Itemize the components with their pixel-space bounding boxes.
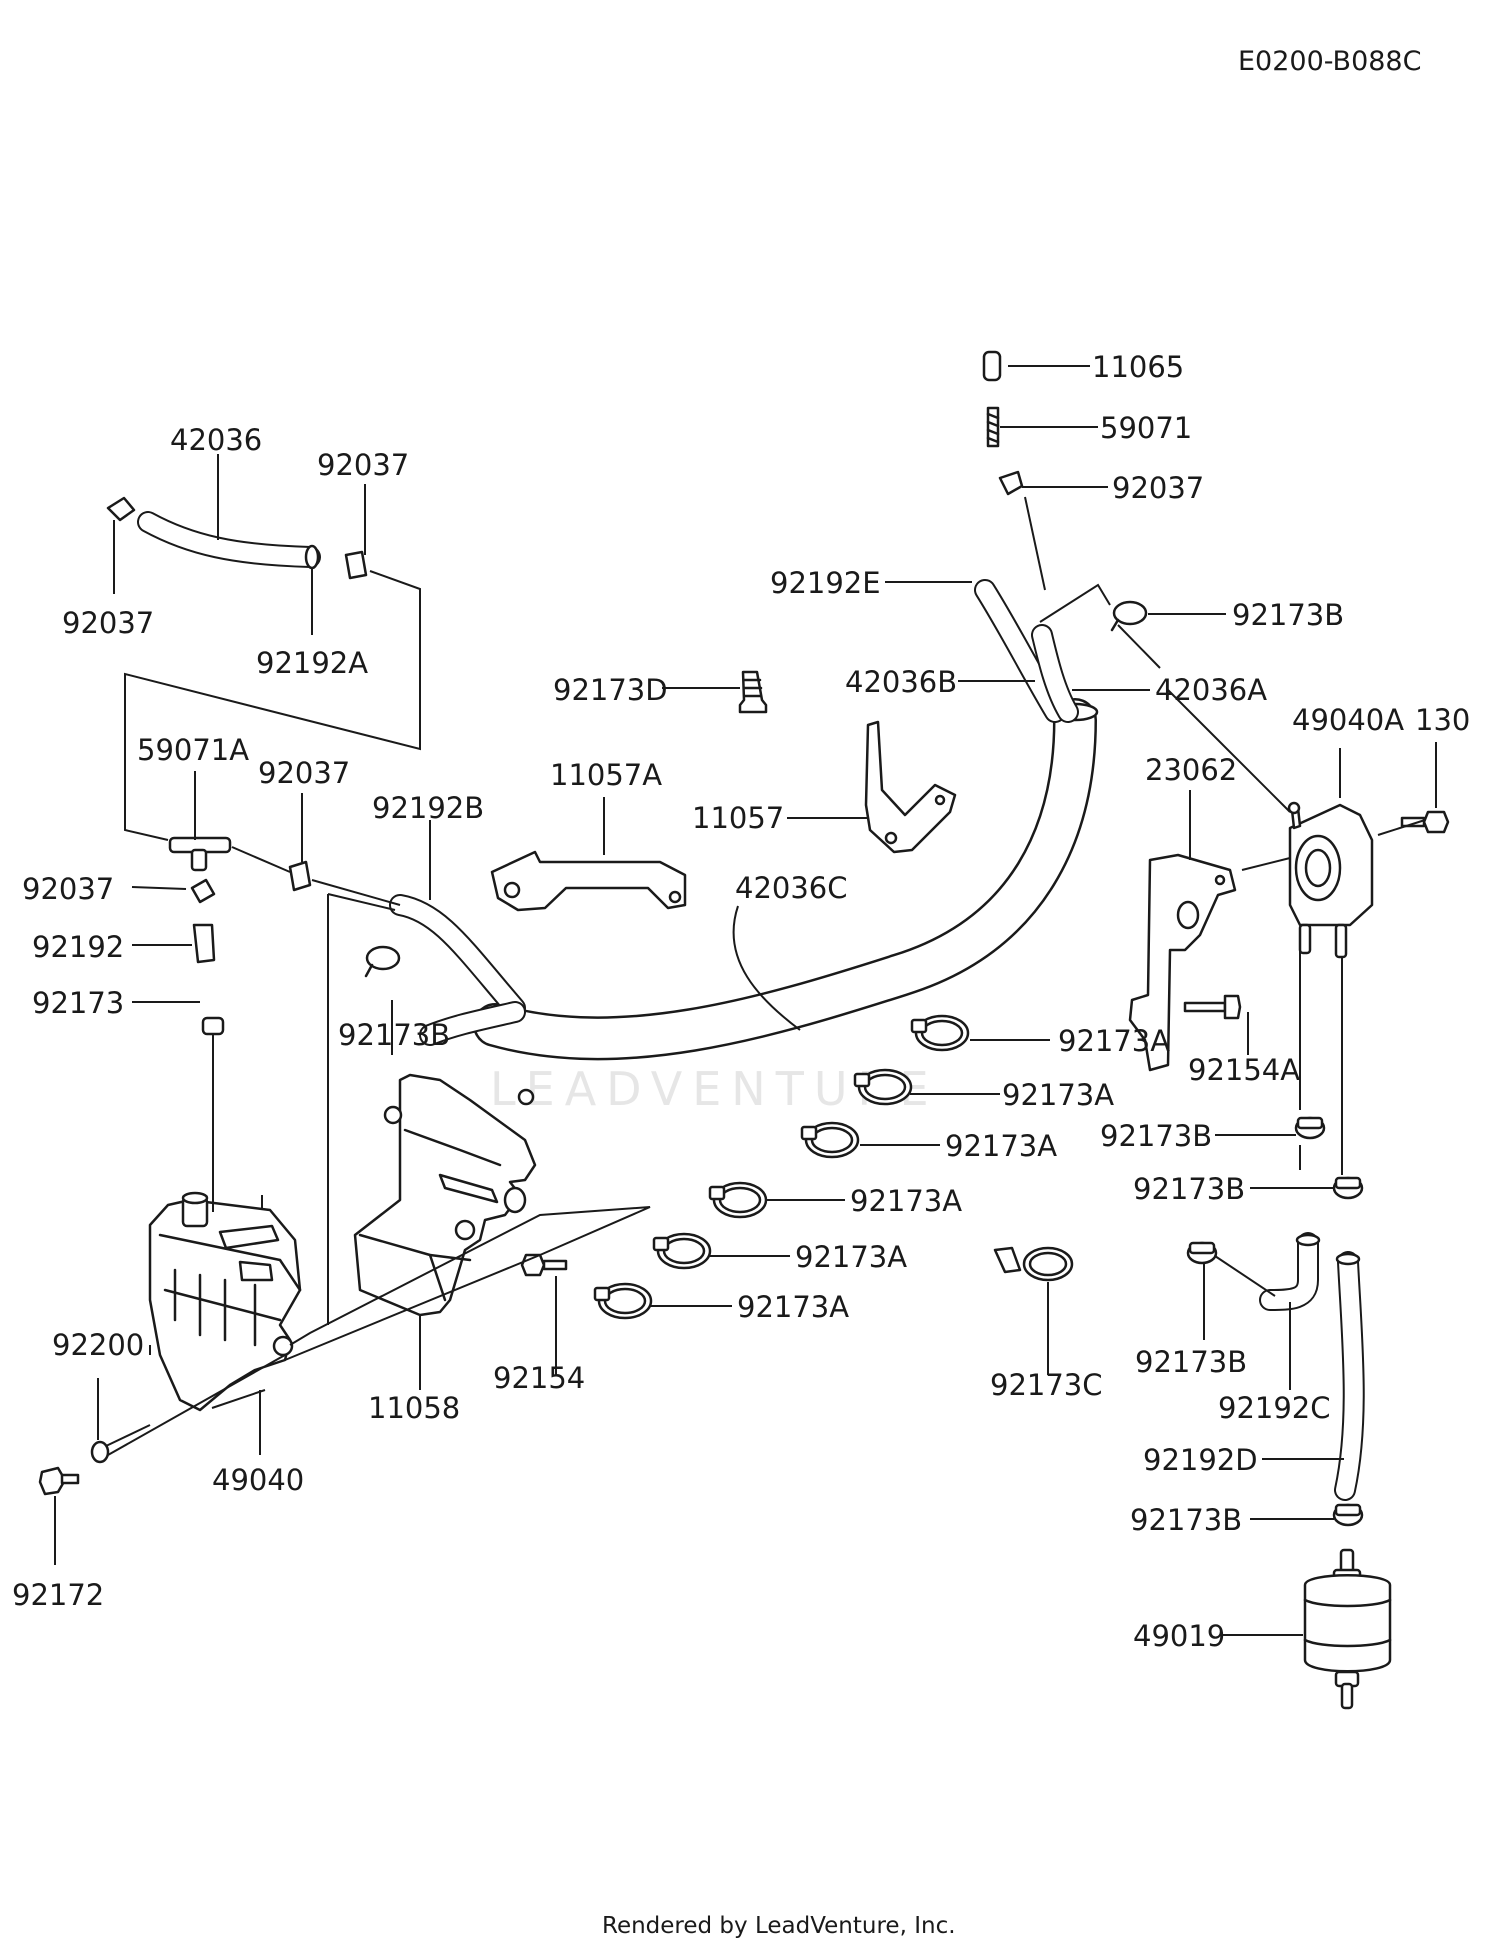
label-92173a-1: 92173A [1058, 1024, 1170, 1058]
label-92192: 92192 [32, 930, 124, 964]
label-92154a: 92154A [1188, 1053, 1300, 1087]
clamp-92173b-r4 [1332, 1503, 1364, 1527]
label-11065: 11065 [1092, 350, 1184, 384]
hose-92192c [1259, 1232, 1321, 1311]
bolt-92172 [38, 1466, 80, 1496]
label-49019: 49019 [1133, 1619, 1225, 1653]
clip-92037-c [288, 860, 312, 892]
label-92192a: 92192A [256, 646, 368, 680]
label-11057a: 11057A [550, 758, 662, 792]
label-92037-d: 92037 [22, 872, 114, 906]
bracket-11057a [490, 850, 687, 912]
label-92173b-top: 92173B [1232, 598, 1344, 632]
hose-92192 [192, 923, 216, 964]
diagram-code: E0200-B088C [1238, 46, 1421, 77]
label-92173a-4: 92173A [850, 1184, 962, 1218]
label-92173a-3: 92173A [945, 1129, 1057, 1163]
fitting-59071a [168, 836, 232, 872]
plug-11065 [982, 350, 1002, 382]
part-labels: 11065 59071 92037 92192E 92173B 42036B 4… [12, 350, 1470, 1653]
clip-92037-a [106, 496, 136, 522]
label-92192c: 92192C [1218, 1391, 1331, 1425]
bracket-23062 [1128, 853, 1237, 1072]
clip-92037-b [344, 550, 368, 580]
label-92173a-2: 92173A [1002, 1078, 1114, 1112]
clamp-92173b-r3 [1186, 1241, 1218, 1265]
label-92192d: 92192D [1143, 1443, 1258, 1477]
footer-text: Rendered by LeadVenture, Inc. [602, 1913, 956, 1938]
label-92173: 92173 [32, 986, 124, 1020]
label-49040a: 49040A [1292, 703, 1404, 737]
label-42036c: 42036C [735, 871, 848, 905]
clamp-92173b-top [1110, 600, 1148, 632]
label-59071a: 59071A [137, 733, 249, 767]
label-92173c: 92173C [990, 1368, 1103, 1402]
label-92172: 92172 [12, 1578, 104, 1612]
clamp-92173a-6 [593, 1282, 653, 1320]
clamp-92173a-2 [853, 1068, 913, 1106]
label-130: 130 [1415, 703, 1470, 737]
clamp-92173b-r2 [1332, 1176, 1364, 1200]
hose-42036 [137, 511, 321, 570]
label-92037-top: 92037 [1112, 471, 1204, 505]
tank-49040 [148, 1191, 302, 1412]
label-92192e: 92192E [770, 566, 881, 600]
label-92173b-mid: 92173B [338, 1018, 450, 1052]
hose-92192d [1334, 1251, 1365, 1501]
bracket-11057 [864, 720, 957, 854]
label-59071: 59071 [1100, 411, 1192, 445]
clamp-92173b-r1 [1294, 1116, 1326, 1140]
hose-42036a-b [974, 579, 1079, 723]
washer-92200 [90, 1440, 110, 1464]
valve-92173d [738, 670, 768, 714]
label-92037-b: 92037 [317, 448, 409, 482]
clip-92173 [201, 1016, 225, 1036]
bolt-92154a [1183, 994, 1242, 1020]
clip-92037-d [190, 878, 216, 904]
label-42036: 42036 [170, 423, 262, 457]
label-11057: 11057 [692, 801, 784, 835]
label-92173b-r2: 92173B [1133, 1172, 1245, 1206]
label-92200: 92200 [52, 1328, 144, 1362]
label-92037-a: 92037 [62, 606, 154, 640]
clamp-92173c [993, 1246, 1074, 1282]
label-23062: 23062 [1145, 753, 1237, 787]
label-92192b: 92192B [372, 791, 484, 825]
bolt-130 [1400, 810, 1450, 834]
label-42036a: 42036A [1155, 673, 1267, 707]
clamp-92173a-5 [652, 1232, 712, 1270]
label-92173b-r4: 92173B [1130, 1503, 1242, 1537]
pump-49040a [1287, 801, 1374, 959]
label-92173b-r3: 92173B [1135, 1345, 1247, 1379]
label-11058: 11058 [368, 1391, 460, 1425]
leader-lines [54, 365, 1437, 1636]
label-42036b: 42036B [845, 665, 957, 699]
label-92173b-r1: 92173B [1100, 1119, 1212, 1153]
watermark-text: LEADVENTURE [490, 1062, 939, 1116]
label-92173a-6: 92173A [737, 1290, 849, 1324]
label-92173a-5: 92173A [795, 1240, 907, 1274]
clamp-92173a-3 [800, 1121, 860, 1159]
label-92173d: 92173D [553, 673, 668, 707]
label-49040: 49040 [212, 1463, 304, 1497]
spring-59071 [986, 406, 1000, 448]
clamp-92173b-mid [364, 945, 401, 978]
hose-92192b [389, 894, 526, 1046]
clamp-92173a-1 [910, 1014, 970, 1052]
filter-49019 [1303, 1548, 1392, 1710]
label-92037-c: 92037 [258, 756, 350, 790]
label-92154: 92154 [493, 1361, 585, 1395]
bracket-11058 [353, 1073, 537, 1317]
